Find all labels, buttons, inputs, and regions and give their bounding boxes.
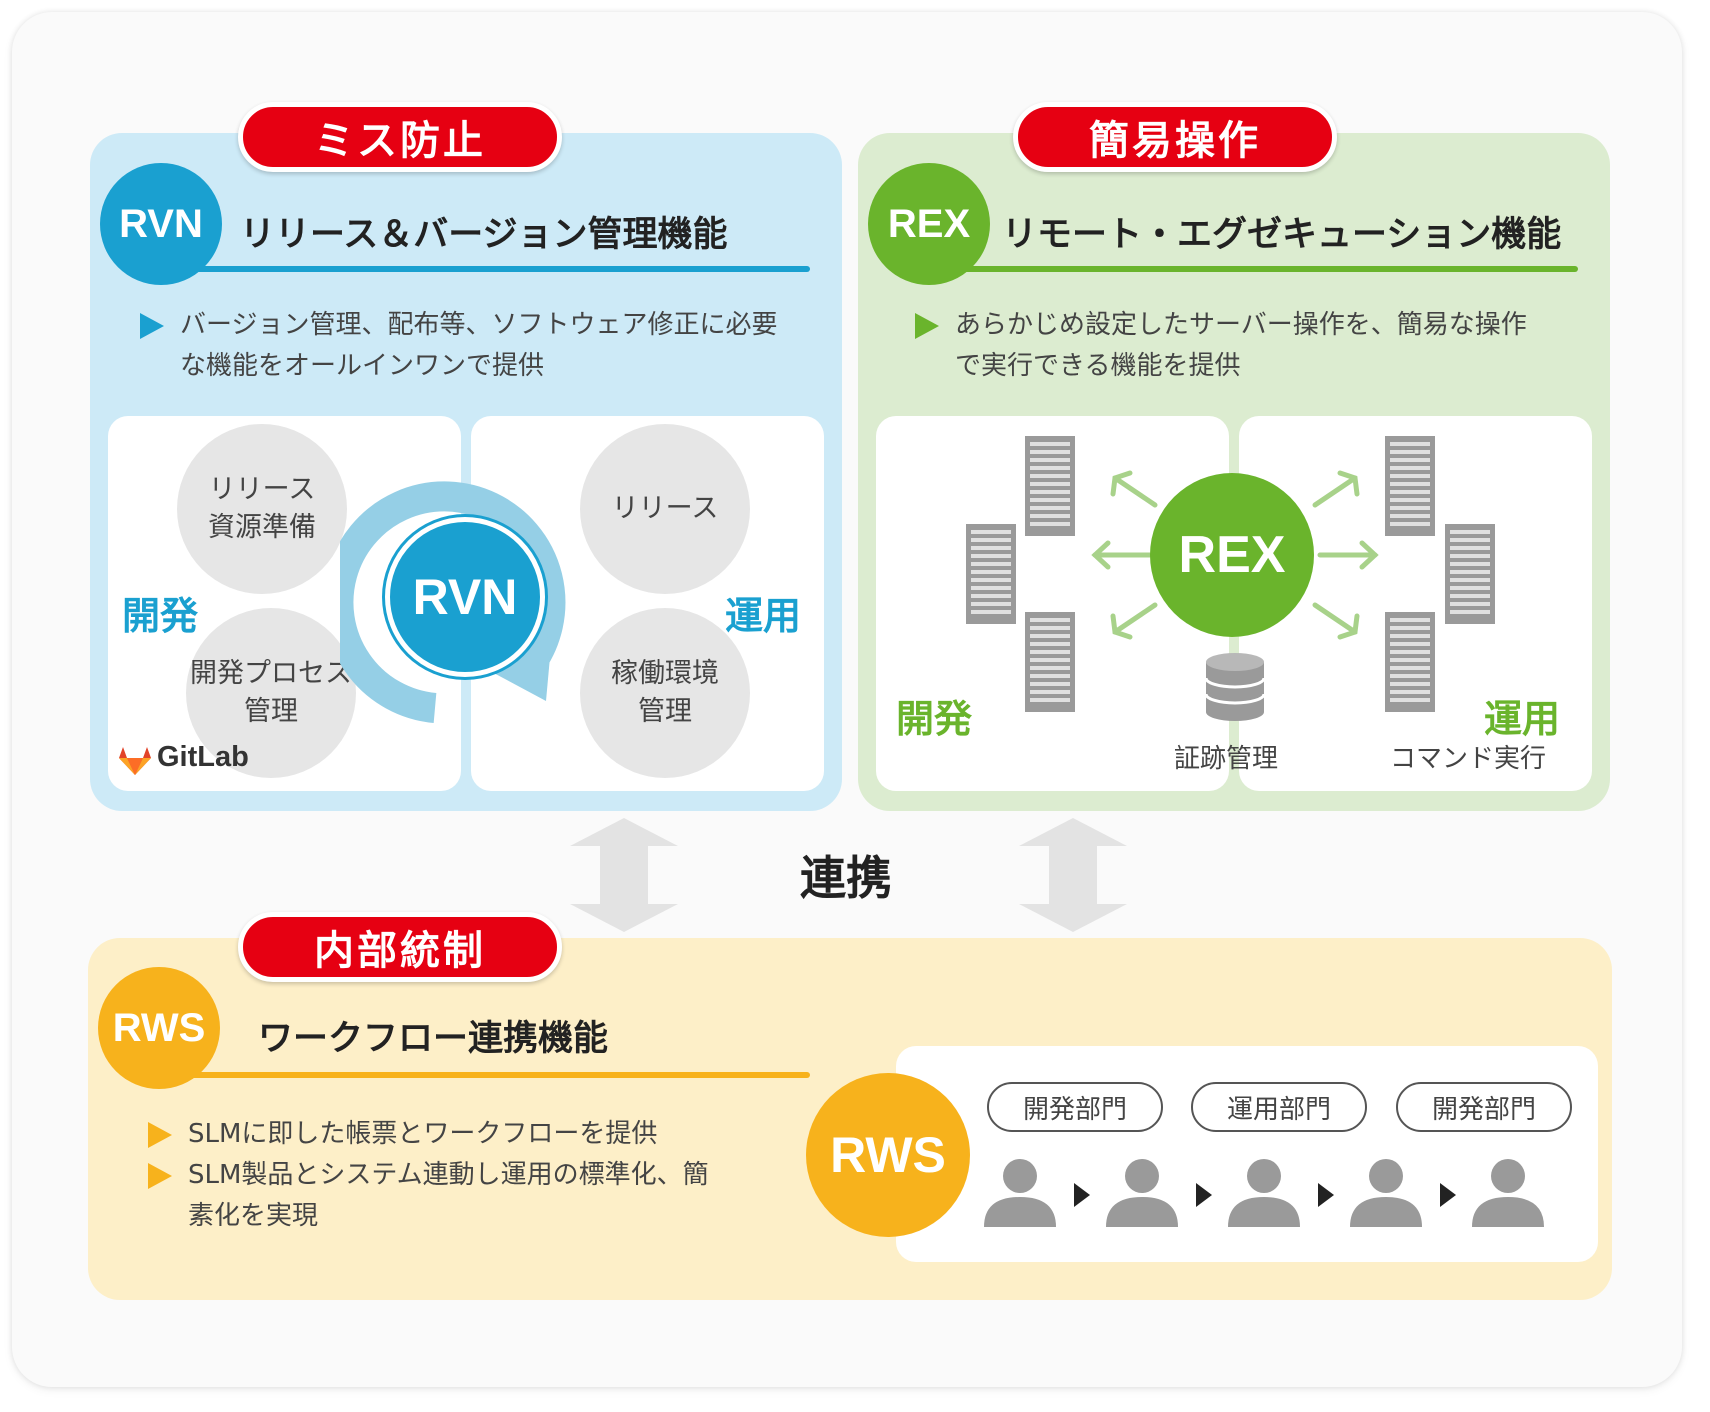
department-pill: 開発部門 — [1396, 1082, 1572, 1132]
rex-logo: REX — [868, 163, 990, 285]
rvn-description: バージョン管理、配布等、ソフトウェア修正に必要な機能をオールインワンで提供 — [140, 305, 830, 387]
rvn-center-circle: RVN — [385, 517, 545, 677]
rex-center-circle: REX — [1150, 473, 1314, 637]
database-icon — [1204, 653, 1266, 721]
rws-description: SLMに即した帳票とワークフローを提供 SLM製品とシステム連動し運用の標準化、… — [148, 1114, 798, 1237]
rws-logo: RWS — [98, 967, 220, 1089]
rvn-item-dev-process: 開発プロセス管理 — [186, 608, 356, 778]
rvn-phase-dev: 開発 — [122, 594, 199, 638]
rex-desc-line: あらかじめ設定したサーバー操作を、簡易な操作で実行できる機能を提供 — [915, 305, 1605, 387]
rvn-title: リリース＆バージョン管理機能 — [240, 215, 728, 255]
department-pill: 開発部門 — [987, 1082, 1163, 1132]
department-pill: 運用部門 — [1191, 1082, 1367, 1132]
rvn-logo: RVN — [100, 163, 222, 285]
double-arrow-icon — [570, 818, 678, 932]
rvn-tag: ミス防止 — [238, 102, 562, 172]
rws-center-circle: RWS — [806, 1073, 970, 1237]
rws-title: ワークフロー連携機能 — [258, 1019, 609, 1059]
gitlab-label: GitLab — [157, 741, 249, 773]
rvn-phase-ops: 運用 — [725, 594, 802, 638]
double-arrow-icon — [1019, 818, 1127, 932]
rws-underline — [170, 1072, 810, 1078]
rex-underline — [938, 266, 1578, 272]
rex-label-command: コマンド実行 — [1390, 744, 1547, 774]
rex-title: リモート・エグゼキューション機能 — [1002, 215, 1562, 255]
rvn-cycle-arrow-icon — [340, 481, 566, 723]
renkei-label: 連携 — [800, 851, 892, 905]
rex-diagram — [966, 436, 1495, 721]
rvn-underline — [170, 266, 810, 272]
rvn-item-release: リリース — [580, 424, 750, 594]
rws-desc-line: SLM製品とシステム連動し運用の標準化、簡素化を実現 — [148, 1155, 798, 1237]
rex-label-audit: 証跡管理 — [1174, 744, 1279, 774]
rex-tag: 簡易操作 — [1013, 102, 1337, 172]
rvn-desc-line: バージョン管理、配布等、ソフトウェア修正に必要な機能をオールインワンで提供 — [140, 305, 830, 387]
rex-description: あらかじめ設定したサーバー操作を、簡易な操作で実行できる機能を提供 — [915, 305, 1605, 387]
rex-phase-ops: 運用 — [1484, 697, 1561, 741]
gitlab-fox-icon — [119, 747, 151, 775]
rws-tag: 内部統制 — [238, 912, 562, 982]
rvn-item-env-mgmt: 稼働環境管理 — [580, 608, 750, 778]
rvn-item-release-prep: リリース資源準備 — [177, 424, 347, 594]
rws-desc-line: SLMに即した帳票とワークフローを提供 — [148, 1114, 798, 1155]
rex-phase-dev: 開発 — [896, 697, 973, 741]
workflow-people — [984, 1159, 1544, 1227]
